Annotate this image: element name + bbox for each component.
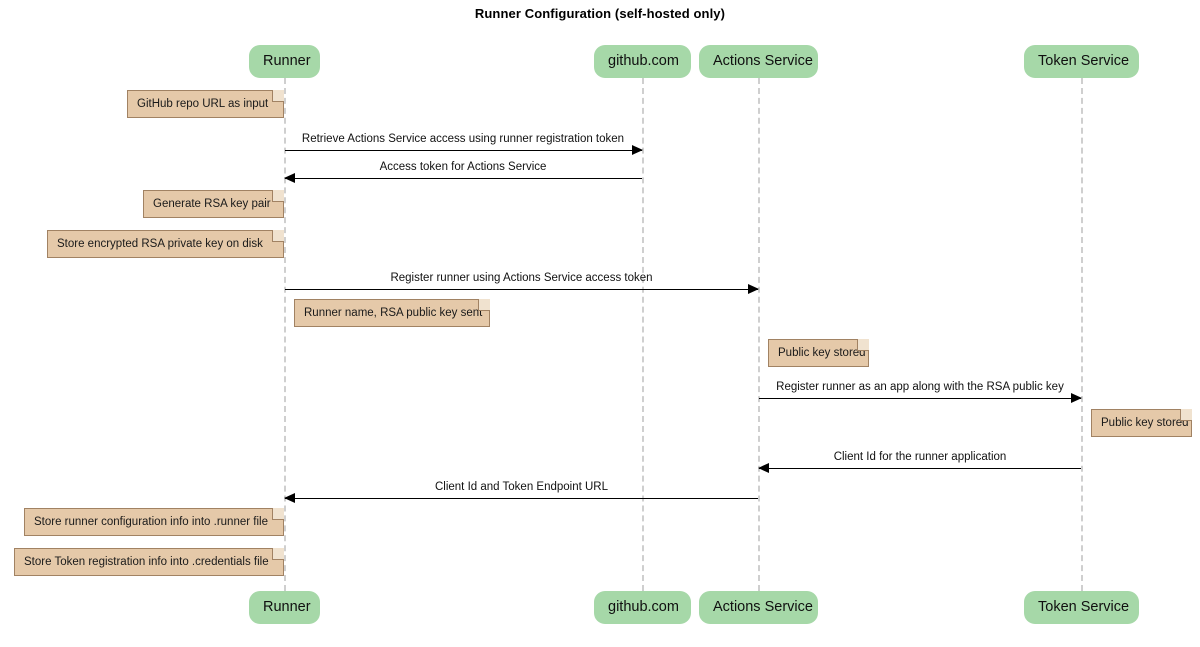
- note-fold-icon: [272, 230, 284, 242]
- note-runner-name-public-key: Runner name, RSA public key sent: [294, 299, 490, 327]
- note-text: Store encrypted RSA private key on disk: [57, 238, 263, 250]
- participant-actions-bottom[interactable]: Actions Service: [699, 591, 818, 624]
- note-public-key-stored-token: Public key stored: [1091, 409, 1192, 437]
- note-fold-icon: [1180, 409, 1192, 421]
- participant-actions-top[interactable]: Actions Service: [699, 45, 818, 78]
- message-label-register-runner: Register runner using Actions Service ac…: [390, 272, 653, 284]
- note-text: Store runner configuration info into .ru…: [34, 516, 268, 528]
- note-text: Public key stored: [778, 347, 866, 359]
- note-fold-icon: [272, 190, 284, 202]
- message-line-client-id: [759, 468, 1081, 469]
- arrowhead-register-app: [1071, 393, 1082, 403]
- participant-github-bottom[interactable]: github.com: [594, 591, 691, 624]
- note-text: Store Token registration info into .cred…: [24, 556, 269, 568]
- message-label-retrieve-access: Retrieve Actions Service access using ru…: [301, 133, 625, 145]
- note-text: Generate RSA key pair: [153, 198, 271, 210]
- participant-runner-bottom[interactable]: Runner: [249, 591, 320, 624]
- note-store-token-registration: Store Token registration info into .cred…: [14, 548, 284, 576]
- lifeline-runner: [284, 78, 286, 591]
- note-fold-icon: [272, 548, 284, 560]
- note-fold-icon: [478, 299, 490, 311]
- note-fold-icon: [272, 90, 284, 102]
- note-fold-icon: [857, 339, 869, 351]
- message-label-access-token: Access token for Actions Service: [379, 161, 547, 173]
- note-text: Public key stored: [1101, 417, 1189, 429]
- message-line-register-app: [759, 398, 1081, 399]
- note-github-repo-url: GitHub repo URL as input: [127, 90, 284, 118]
- note-public-key-stored-actions: Public key stored: [768, 339, 869, 367]
- message-line-client-id-token-endpoint: [285, 498, 758, 499]
- note-text: GitHub repo URL as input: [137, 98, 269, 110]
- message-label-register-app: Register runner as an app along with the…: [776, 381, 1064, 393]
- note-store-encrypted-rsa-key: Store encrypted RSA private key on disk: [47, 230, 284, 258]
- note-generate-rsa-key-pair: Generate RSA key pair: [143, 190, 284, 218]
- arrowhead-access-token: [284, 173, 295, 183]
- page-title: Runner Configuration (self-hosted only): [474, 6, 726, 21]
- note-text: Runner name, RSA public key sent: [304, 307, 483, 319]
- message-line-register-runner: [285, 289, 758, 290]
- arrowhead-client-id-token-endpoint: [284, 493, 295, 503]
- lifeline-token: [1081, 78, 1083, 591]
- participant-github-top[interactable]: github.com: [594, 45, 691, 78]
- lifeline-actions: [758, 78, 760, 591]
- message-line-retrieve-access: [285, 150, 642, 151]
- lifeline-github: [642, 78, 644, 591]
- arrowhead-retrieve-access: [632, 145, 643, 155]
- participant-runner-top[interactable]: Runner: [249, 45, 320, 78]
- note-fold-icon: [272, 508, 284, 520]
- arrowhead-register-runner: [748, 284, 759, 294]
- note-store-runner-config: Store runner configuration info into .ru…: [24, 508, 284, 536]
- message-label-client-id-token-endpoint: Client Id and Token Endpoint URL: [434, 481, 609, 493]
- message-label-client-id: Client Id for the runner application: [833, 451, 1007, 463]
- arrowhead-client-id: [758, 463, 769, 473]
- participant-token-top[interactable]: Token Service: [1024, 45, 1139, 78]
- participant-token-bottom[interactable]: Token Service: [1024, 591, 1139, 624]
- message-line-access-token: [285, 178, 642, 179]
